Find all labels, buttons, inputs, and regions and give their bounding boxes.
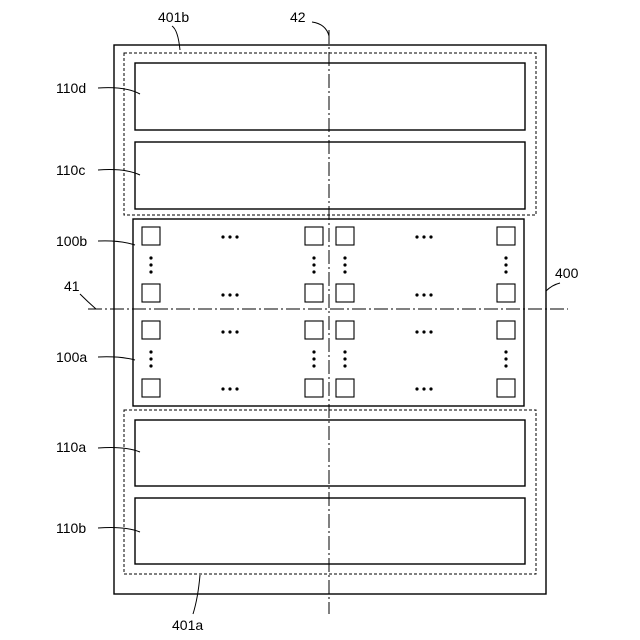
leader-110a bbox=[98, 448, 140, 453]
label-110c: 110c bbox=[56, 162, 85, 178]
label-401a: 401a bbox=[172, 617, 203, 633]
cell bbox=[142, 227, 160, 245]
board-400 bbox=[114, 45, 546, 594]
label-100b: 100b bbox=[56, 233, 87, 249]
cell bbox=[336, 227, 354, 245]
cell bbox=[142, 379, 160, 397]
label-400: 400 bbox=[555, 265, 579, 281]
cell bbox=[497, 321, 515, 339]
leader-110d bbox=[98, 88, 140, 94]
cell bbox=[336, 379, 354, 397]
cell bbox=[497, 227, 515, 245]
leader-401b bbox=[172, 26, 180, 50]
label-110d: 110d bbox=[56, 80, 86, 96]
cell bbox=[142, 321, 160, 339]
cell bbox=[305, 227, 323, 245]
leader-lines bbox=[80, 22, 560, 614]
leader-100a bbox=[98, 357, 135, 360]
strip-110a bbox=[135, 420, 525, 486]
cell bbox=[305, 379, 323, 397]
leader-42 bbox=[312, 22, 329, 36]
leader-400 bbox=[546, 283, 560, 291]
cell bbox=[497, 284, 515, 302]
strip-110c bbox=[135, 142, 525, 209]
strip-110b bbox=[135, 498, 525, 564]
cell bbox=[305, 321, 323, 339]
label-42: 42 bbox=[290, 9, 306, 25]
ellipsis-horizontal-dots bbox=[221, 235, 432, 390]
cell bbox=[305, 284, 323, 302]
label-100a: 100a bbox=[56, 349, 87, 365]
region-401a bbox=[124, 410, 536, 574]
cell bbox=[497, 379, 515, 397]
cell-group-100a-left bbox=[142, 321, 323, 397]
cell bbox=[142, 284, 160, 302]
label-110a: 110a bbox=[56, 439, 86, 455]
label-41: 41 bbox=[64, 278, 80, 294]
cell bbox=[336, 321, 354, 339]
label-401b: 401b bbox=[158, 9, 189, 25]
strip-110d bbox=[135, 63, 525, 130]
cell-group-100b-left bbox=[142, 227, 323, 302]
label-110b: 110b bbox=[56, 520, 86, 536]
cell-group-100b-right bbox=[336, 227, 515, 302]
leader-110c bbox=[98, 170, 140, 175]
leader-100b bbox=[98, 241, 135, 245]
leader-110b bbox=[98, 528, 140, 533]
cell bbox=[336, 284, 354, 302]
region-401b bbox=[124, 53, 536, 215]
leader-41 bbox=[80, 294, 96, 309]
